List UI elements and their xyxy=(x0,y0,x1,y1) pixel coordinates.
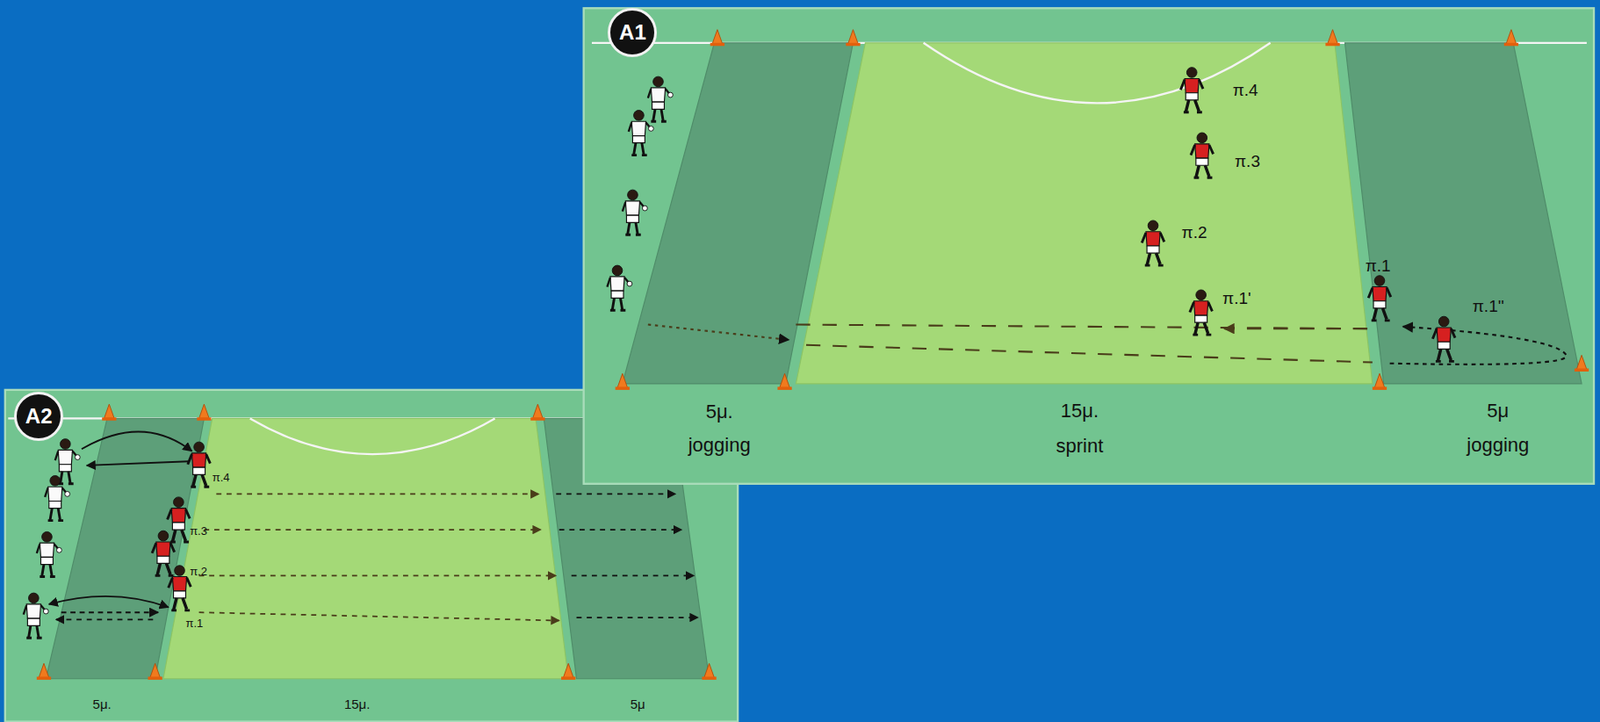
panel-a2: A2 xyxy=(5,389,738,722)
player-label: π.4 xyxy=(1232,81,1259,101)
panel-a1 xyxy=(583,7,1594,483)
player-label: π.1' xyxy=(1222,289,1252,309)
zone-label: jogging xyxy=(1466,434,1529,456)
zone-label: sprint xyxy=(1055,435,1103,457)
panel-a1: A1 xyxy=(583,7,1594,483)
distance-label: 5μ. xyxy=(706,401,734,423)
zone-label: jogging xyxy=(688,434,751,456)
player-label: π.3 xyxy=(189,525,208,538)
player-label: π.2 xyxy=(1181,223,1208,242)
player-label: π.3 xyxy=(1234,151,1261,171)
player-label: π.4 xyxy=(212,471,231,484)
panel-badge: A2 xyxy=(14,391,64,441)
distance-label: 5μ. xyxy=(93,697,112,713)
player-label: π.2 xyxy=(189,565,208,578)
player-label: π.1'' xyxy=(1472,296,1505,316)
panel-title: A2 xyxy=(25,403,53,429)
player-label: π.1 xyxy=(1365,257,1391,276)
panel-title: A1 xyxy=(619,20,647,45)
distance-label: 15μ. xyxy=(344,697,371,713)
distance-label: 5μ xyxy=(630,697,646,713)
player-label: π.1 xyxy=(185,617,203,630)
distance-label: 15μ. xyxy=(1060,400,1099,422)
panel-badge: A1 xyxy=(607,7,657,58)
distance-label: 5μ xyxy=(1486,400,1509,422)
